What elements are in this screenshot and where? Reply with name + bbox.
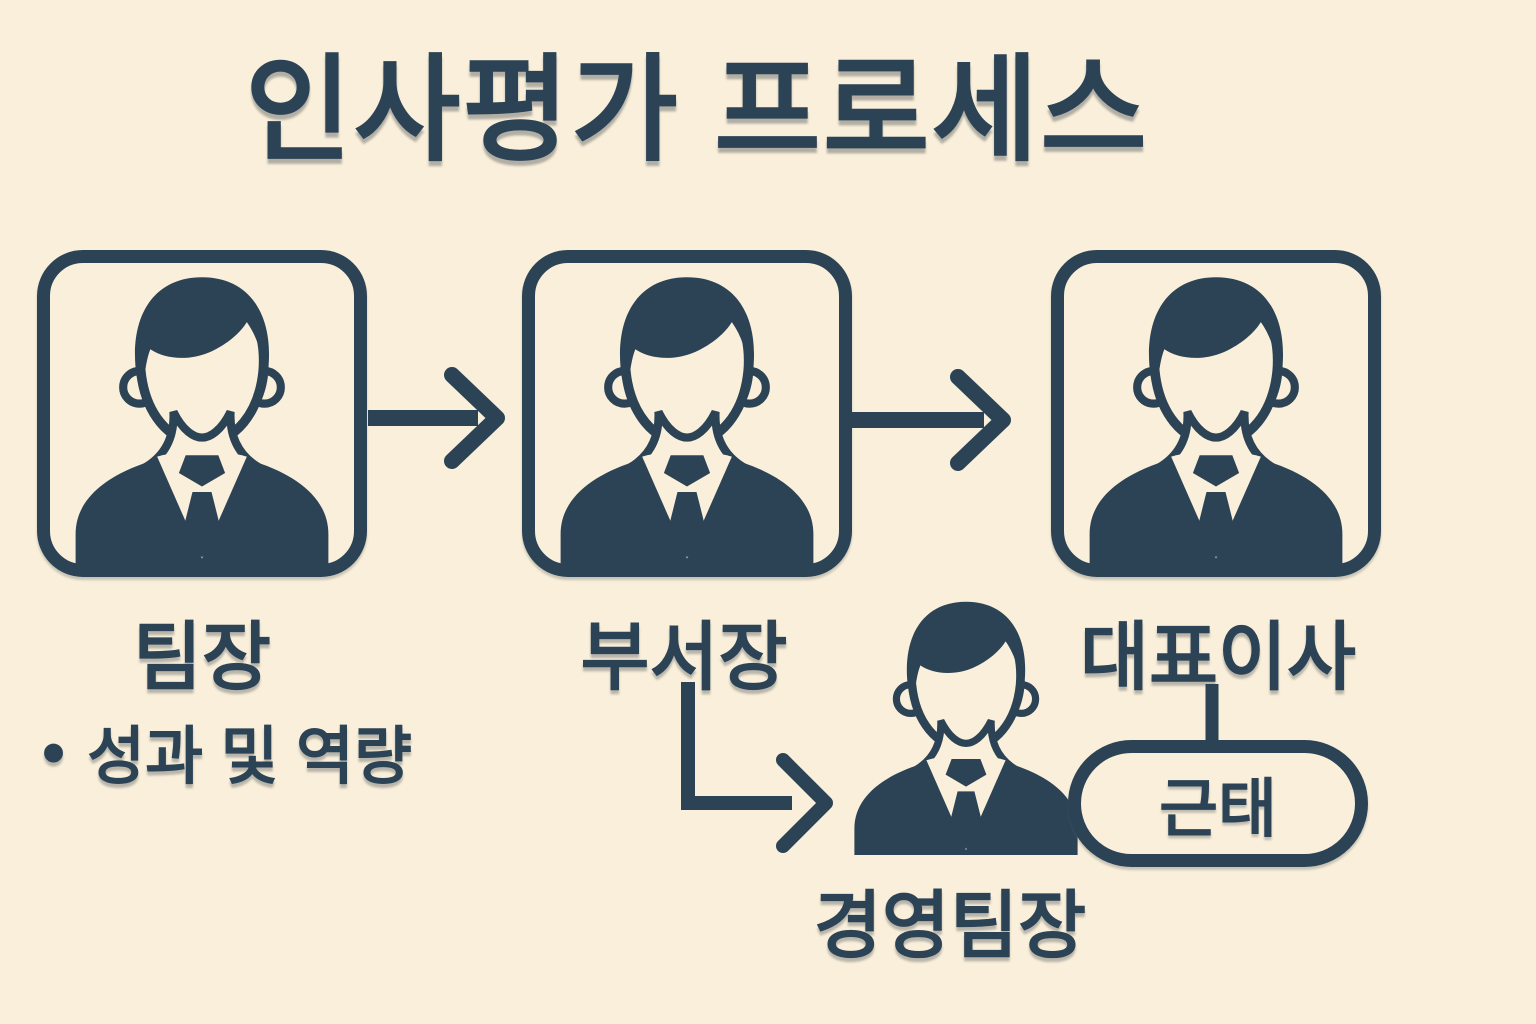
person-bust-icon <box>846 591 1086 855</box>
elbow-down-right-arrow-icon <box>681 682 833 853</box>
attendance-badge: 근태 <box>1068 740 1368 867</box>
card-department-head <box>522 250 852 577</box>
attendance-badge-label: 근태 <box>1159 772 1277 845</box>
step-label-ceo: 대표이사 <box>1079 615 1356 699</box>
person-bust-icon <box>1080 265 1352 564</box>
page-title: 인사평가 프로세스 <box>245 45 1149 175</box>
card-ceo <box>1051 250 1381 577</box>
branch-label-management-team-leader: 경영팀장 <box>813 884 1087 967</box>
evaluation-criteria-note: • 성과 및 역량 <box>42 706 412 797</box>
person-bust-icon <box>66 265 338 564</box>
person-bust-icon <box>551 265 823 564</box>
bullet-icon: • <box>42 714 66 789</box>
step-label-team-leader: 팀장 <box>132 615 271 699</box>
card-team-leader <box>37 250 367 577</box>
bullet-text: 성과 및 역량 <box>87 722 412 792</box>
step-label-department-head: 부서장 <box>580 615 788 699</box>
arrow-right-icon <box>368 367 505 469</box>
arrow-right-icon <box>846 369 1011 471</box>
